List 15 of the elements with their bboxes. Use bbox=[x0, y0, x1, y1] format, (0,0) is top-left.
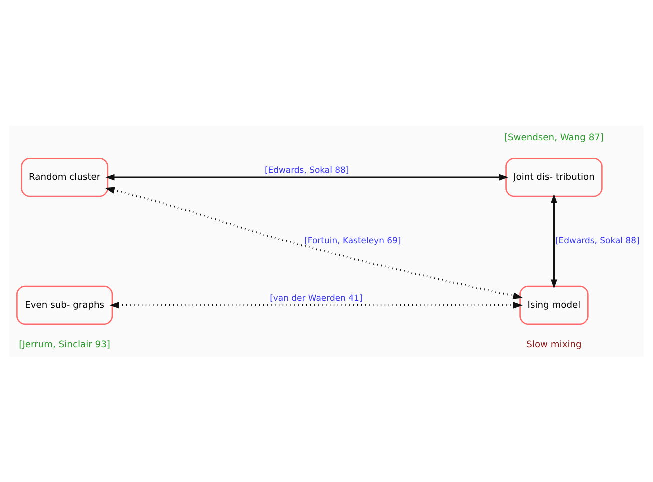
node-box: Random cluster bbox=[21, 157, 109, 197]
arrow bbox=[551, 194, 558, 288]
node-label: [Swendsen, Wang 87] bbox=[504, 132, 604, 143]
arrow bbox=[106, 174, 509, 180]
edge-label: [Edwards, Sokal 88] bbox=[264, 164, 350, 175]
arrow bbox=[105, 186, 524, 299]
node-box: Even sub- graphs bbox=[16, 285, 114, 325]
arrow bbox=[110, 302, 524, 308]
node-label: Slow mixing bbox=[526, 340, 582, 350]
edge-label: [Fortuin, Kasteleyn 69] bbox=[304, 235, 402, 246]
edge-label: [Edwards, Sokal 88] bbox=[555, 235, 640, 246]
node-box: Joint dis- tribution bbox=[506, 157, 603, 197]
edge-label: [van der Waerden 41] bbox=[270, 292, 363, 303]
node-label: [Jerrum, Sinclair 93] bbox=[19, 340, 110, 350]
node-box: Ising model bbox=[520, 285, 589, 325]
